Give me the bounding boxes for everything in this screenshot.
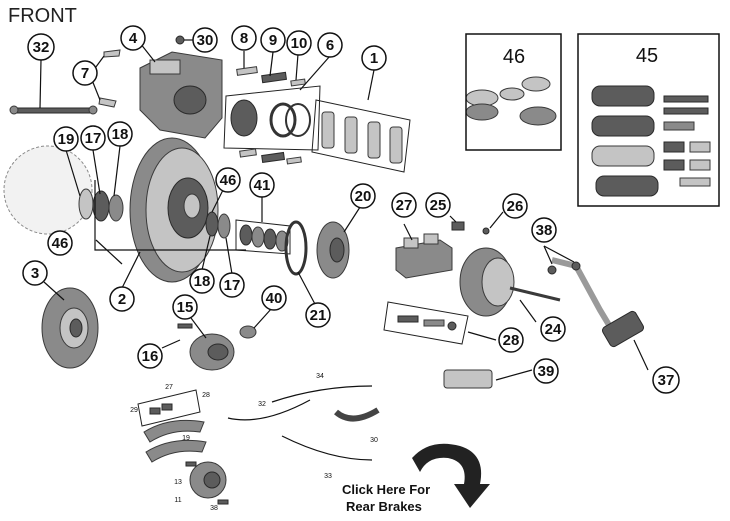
callout-21: 21 xyxy=(310,307,327,324)
caliper-pins-part xyxy=(236,66,306,165)
callout-27: 27 xyxy=(396,197,413,214)
curved-arrow-icon xyxy=(412,443,490,508)
callout-37: 37 xyxy=(658,372,675,389)
callout-30: 30 xyxy=(197,32,214,49)
bearing-kit-part xyxy=(235,219,291,255)
small-label-27: 27 xyxy=(165,384,173,391)
inner-bearing-set-part xyxy=(78,188,124,222)
callout-3: 3 xyxy=(31,265,39,282)
rear-drum-group xyxy=(137,389,229,505)
callout-26: 26 xyxy=(507,198,524,215)
callout-25: 25 xyxy=(430,197,447,214)
callout-41: 41 xyxy=(254,177,271,194)
small-label-29: 29 xyxy=(130,407,138,414)
callout-1: 1 xyxy=(370,50,378,67)
small-label-28: 28 xyxy=(202,392,210,399)
small-label-34: 34 xyxy=(316,373,324,380)
callout-15: 15 xyxy=(177,299,194,316)
bearings-box-contents xyxy=(465,76,557,126)
callout-28: 28 xyxy=(503,332,520,349)
rear-small-labels: 27 29 28 19 13 11 38 32 34 30 33 xyxy=(130,373,378,512)
bearings-kit-number: 46 xyxy=(503,46,525,68)
rotor-hub-part xyxy=(129,137,219,283)
hub-part xyxy=(189,333,235,371)
bleeder-screw-part xyxy=(175,35,185,45)
pads-kit-number: 45 xyxy=(636,45,658,67)
callout-18-upper: 18 xyxy=(112,126,129,143)
callout-4: 4 xyxy=(129,30,138,47)
piston-seal-part xyxy=(223,85,321,151)
callout-38: 38 xyxy=(536,222,553,239)
brake-hose-part xyxy=(9,105,98,115)
callout-46-left: 46 xyxy=(52,235,69,252)
small-label-30: 30 xyxy=(370,437,378,444)
small-label-33: 33 xyxy=(324,473,332,480)
small-label-19: 19 xyxy=(182,435,190,442)
caliper-part xyxy=(139,51,223,139)
callout-7: 7 xyxy=(81,65,89,82)
callout-24: 24 xyxy=(545,321,562,338)
dust-shield-part xyxy=(3,145,93,235)
callout-16: 16 xyxy=(142,348,159,365)
callout-numbers: 32 4 30 8 9 10 6 1 7 19 17 18 46 46 41 2… xyxy=(31,30,675,389)
callout-20: 20 xyxy=(355,188,372,205)
small-label-13: 13 xyxy=(174,479,182,486)
rebuild-kit-part xyxy=(383,301,469,345)
callout-18-lower: 18 xyxy=(194,273,211,290)
callout-8: 8 xyxy=(240,30,248,47)
pads-kit-box[interactable] xyxy=(577,33,720,207)
callout-9: 9 xyxy=(269,32,277,49)
caliper-clips-part xyxy=(98,49,121,108)
parking-brake-cables xyxy=(227,385,380,461)
small-label-32: 32 xyxy=(258,401,266,408)
callout-circles xyxy=(22,25,680,394)
rotor-part xyxy=(41,287,99,369)
rear-link-line1: Click Here For xyxy=(342,482,430,497)
callout-17-upper: 17 xyxy=(85,130,102,147)
proportioning-valve-part xyxy=(443,369,493,389)
master-cylinder-part xyxy=(395,233,453,279)
pads-box-contents xyxy=(591,85,711,197)
callout-2: 2 xyxy=(118,291,126,308)
hub-gasket-part xyxy=(284,220,308,276)
callout-6: 6 xyxy=(326,37,334,54)
rear-link-line2: Rear Brakes xyxy=(346,499,422,514)
hub-flange-part xyxy=(316,221,350,279)
diagram-title: FRONT xyxy=(8,5,77,27)
rear-brakes-link[interactable]: Click Here For Rear Brakes xyxy=(342,443,490,514)
callout-40: 40 xyxy=(266,290,283,307)
bearings-kit-box[interactable] xyxy=(465,33,562,151)
pedal-pad-part xyxy=(602,310,644,348)
outer-bearing-set-part xyxy=(205,211,231,239)
grease-cap-part xyxy=(239,325,257,339)
grommet-part xyxy=(482,227,490,235)
wheel-stud-part xyxy=(177,323,193,329)
callout-17-lower: 17 xyxy=(224,277,241,294)
brake-pads-part xyxy=(311,99,411,173)
brake-booster-part xyxy=(459,247,561,317)
callout-46-right: 46 xyxy=(220,172,237,189)
callout-32: 32 xyxy=(33,39,50,56)
pedal-assembly-part xyxy=(547,257,615,332)
small-label-38: 38 xyxy=(210,505,218,512)
callout-19: 19 xyxy=(58,131,75,148)
small-label-11: 11 xyxy=(174,497,181,504)
callout-39: 39 xyxy=(538,363,555,380)
callout-10: 10 xyxy=(291,35,308,52)
fluid-sensor-part xyxy=(451,221,465,231)
